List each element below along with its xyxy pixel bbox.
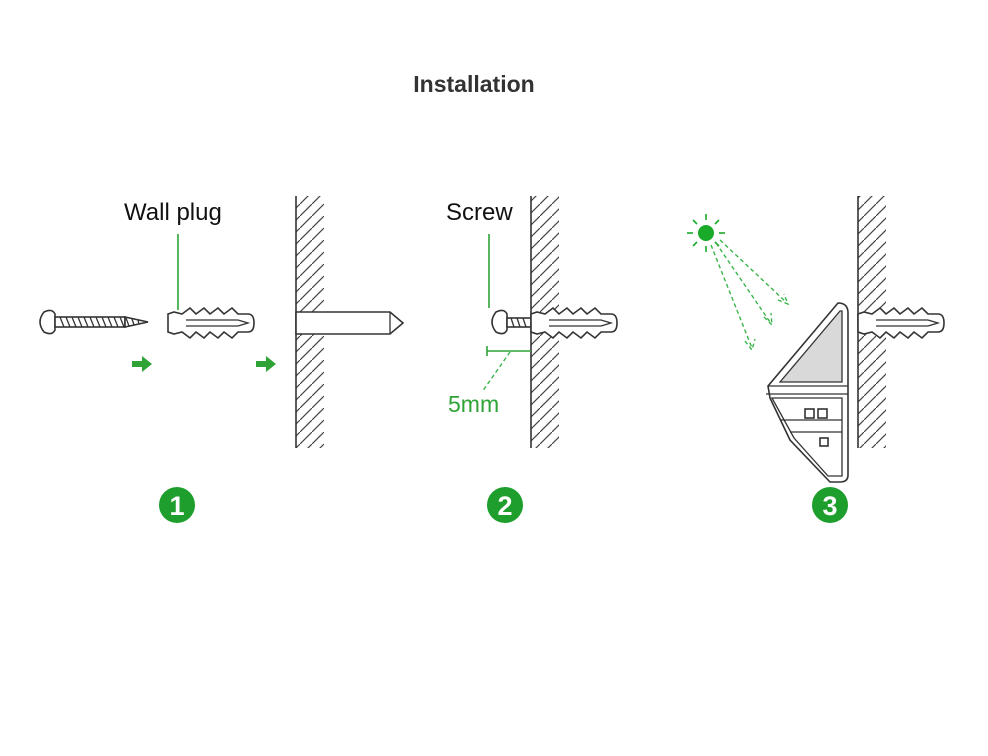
wall-plug-label: Wall plug: [124, 199, 222, 226]
step-1-number: 1: [169, 491, 184, 521]
screw-icon: [491, 309, 532, 335]
step-2-number: 2: [497, 491, 512, 521]
step-1-panel: Wall plug 1: [39, 196, 405, 523]
step-3-panel: 3: [687, 196, 945, 523]
drill-hole-icon: [295, 311, 405, 335]
step-2-badge: 2: [487, 487, 523, 523]
screw-icon: [39, 309, 149, 335]
distance-label: 5mm: [448, 391, 499, 417]
step-3-badge: 3: [812, 487, 848, 523]
wall-plug-icon: [167, 307, 255, 339]
step-1-badge: 1: [159, 487, 195, 523]
step-2-panel: Screw 5mm 2: [446, 196, 618, 523]
page-title: Installation: [413, 71, 534, 97]
solar-light-icon: [766, 302, 849, 483]
arrow-right-icon: [132, 356, 152, 372]
screw-label: Screw: [446, 199, 513, 226]
sun-icon: [687, 214, 725, 252]
step-3-number: 3: [822, 491, 837, 521]
distance-dimension: 5mm: [448, 346, 531, 417]
arrow-right-icon: [256, 356, 276, 372]
sunlight-rays: [710, 239, 790, 352]
